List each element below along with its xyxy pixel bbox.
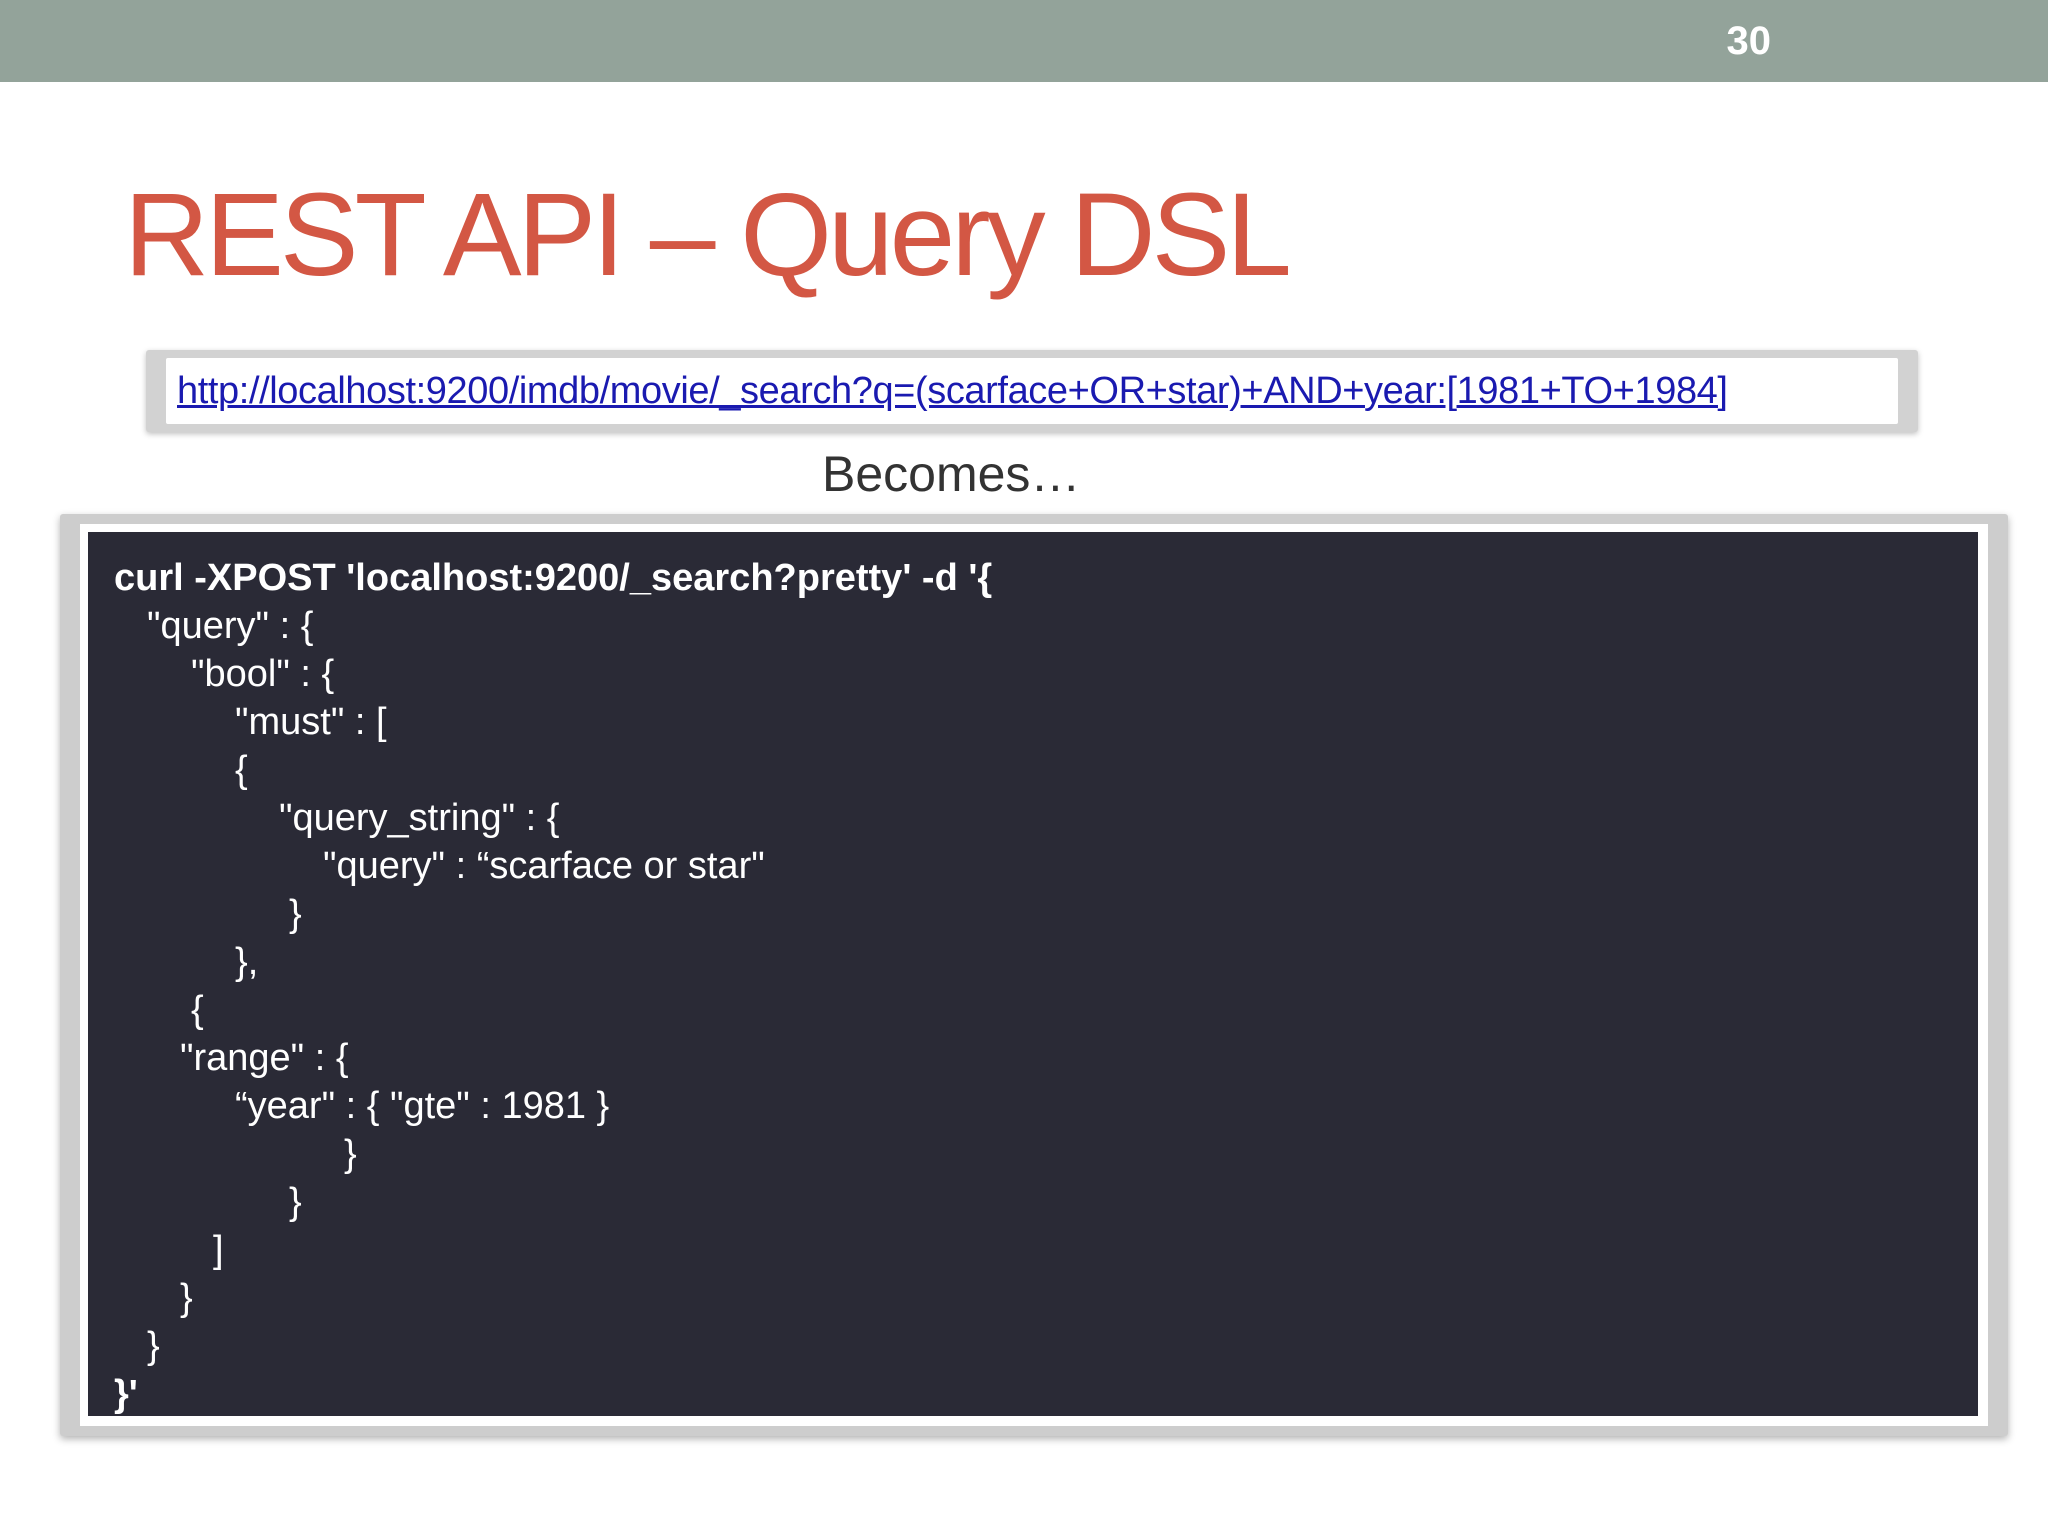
code-line: }': [114, 1373, 138, 1415]
code-block: curl -XPOST 'localhost:9200/_search?pret…: [114, 554, 992, 1418]
code-line: "bool" : {: [191, 653, 335, 695]
code-line: ]: [213, 1229, 224, 1271]
code-line: "must" : [: [235, 701, 387, 743]
code-line: "query_string" : {: [279, 797, 560, 839]
url-box-inner: http://localhost:9200/imdb/movie/_search…: [166, 358, 1898, 424]
code-line: "query" : “scarface or star": [323, 845, 765, 887]
code-line: {: [191, 989, 204, 1031]
code-line: }: [289, 1181, 302, 1223]
code-line: }: [147, 1325, 160, 1367]
code-line: curl -XPOST 'localhost:9200/_search?pret…: [114, 557, 993, 599]
code-line: }: [180, 1277, 193, 1319]
code-line: }: [344, 1133, 357, 1175]
code-line: {: [235, 749, 248, 791]
code-panel: curl -XPOST 'localhost:9200/_search?pret…: [88, 532, 1978, 1416]
code-box: curl -XPOST 'localhost:9200/_search?pret…: [60, 514, 2008, 1436]
slide-number: 30: [1726, 19, 1772, 63]
becomes-label: Becomes…: [822, 446, 1081, 502]
top-bar: 30: [0, 0, 2048, 82]
code-line: }: [289, 893, 302, 935]
code-line: "query" : {: [147, 605, 314, 647]
code-line: },: [235, 941, 259, 983]
code-line: “year" : { "gte" : 1981 }: [235, 1085, 610, 1127]
code-box-border: curl -XPOST 'localhost:9200/_search?pret…: [80, 524, 1988, 1426]
search-url-link[interactable]: http://localhost:9200/imdb/movie/_search…: [177, 369, 1728, 412]
slide-title: REST API – Query DSL: [124, 169, 1292, 301]
url-box: http://localhost:9200/imdb/movie/_search…: [146, 350, 1918, 432]
code-line: "range" : {: [180, 1037, 349, 1079]
